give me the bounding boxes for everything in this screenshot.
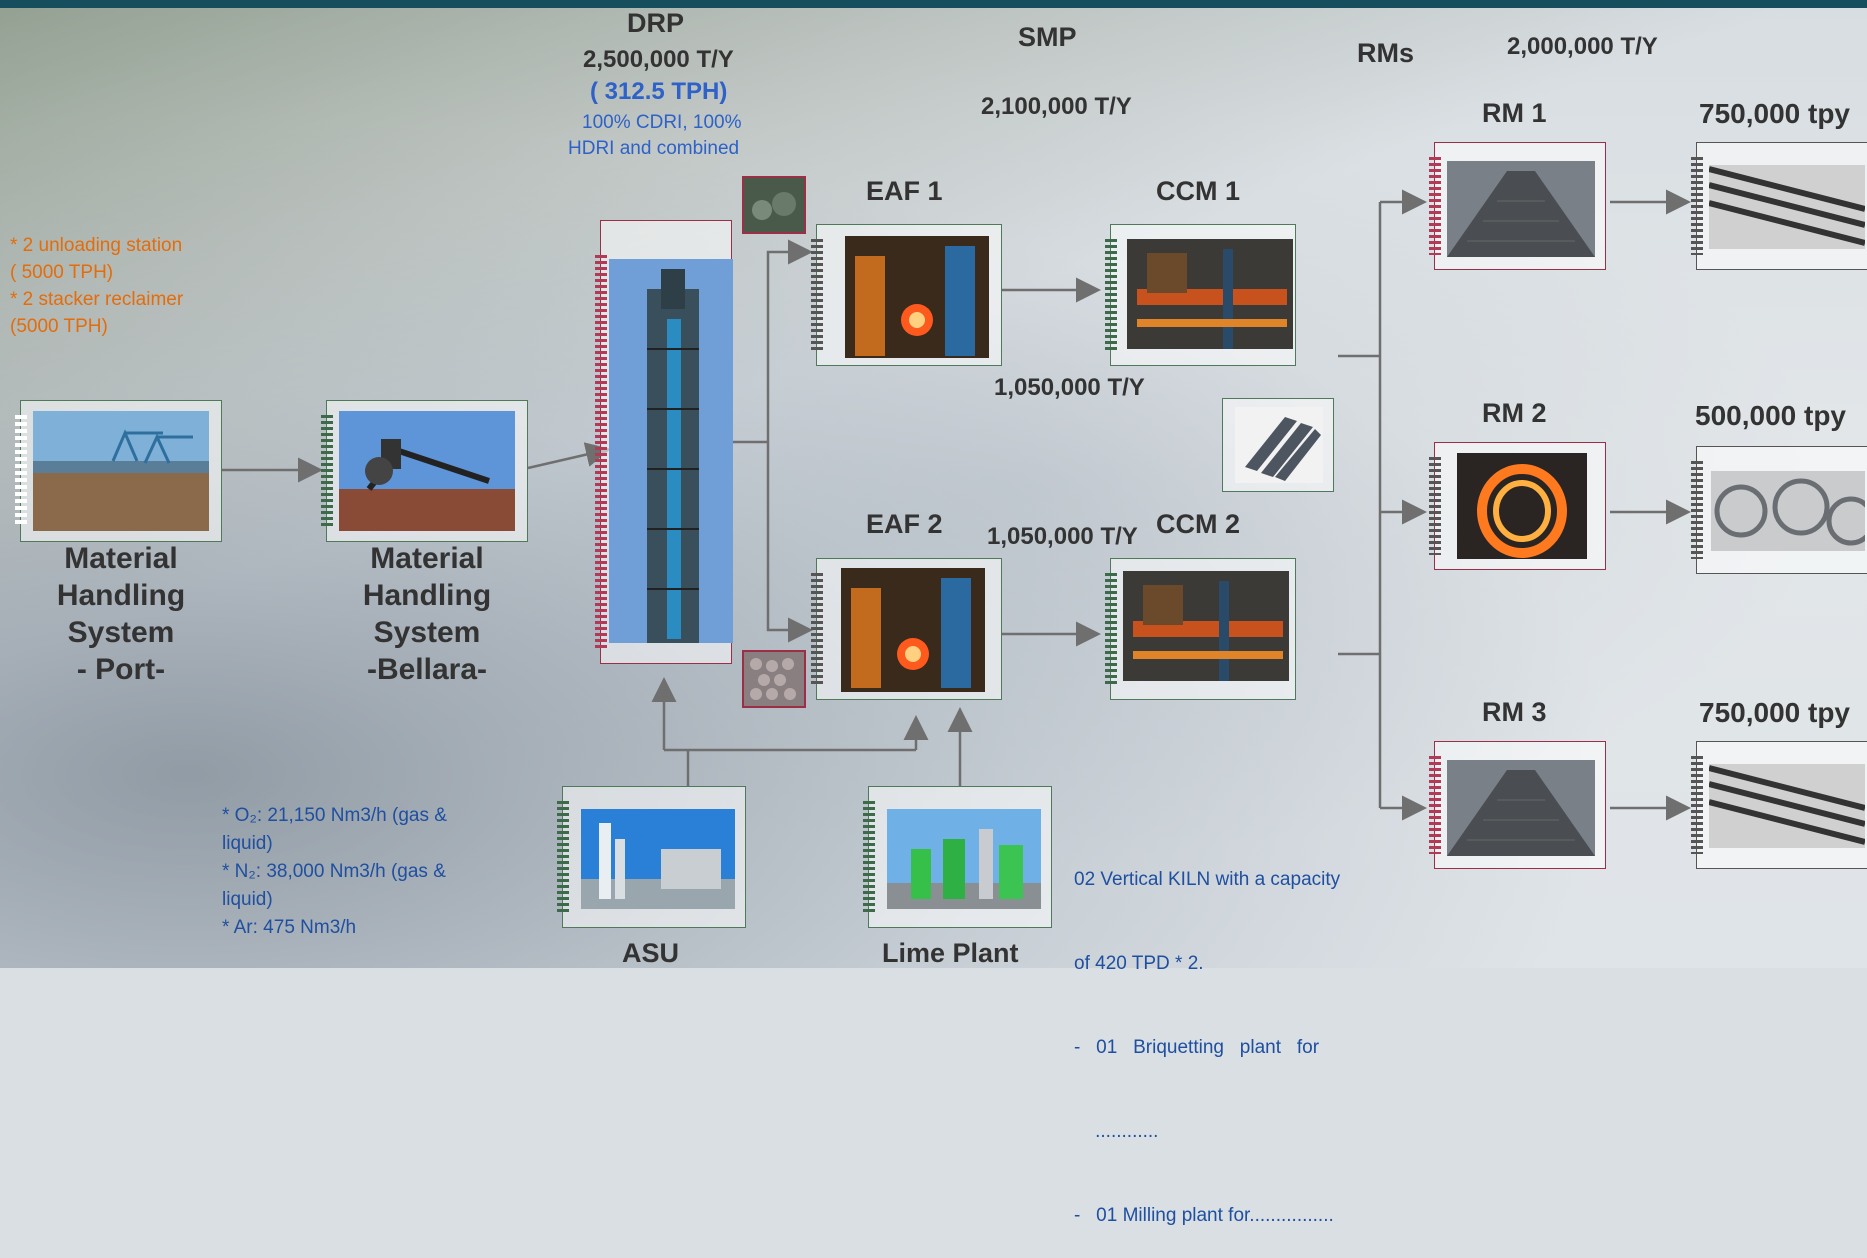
pellets-thumbnail	[742, 650, 806, 708]
billets-image	[1235, 407, 1323, 483]
port-note-line: (5000 TPH)	[10, 316, 108, 337]
eaf1-label: EAF 1	[866, 176, 943, 206]
mhs-port-stripe	[15, 415, 27, 527]
ccm2-node[interactable]	[1105, 558, 1296, 700]
rm2-coil-image	[1457, 453, 1587, 559]
rm1-node[interactable]	[1429, 142, 1606, 270]
asu-stripe	[557, 801, 569, 913]
drp-capacity: 2,500,000 T/Y	[583, 46, 734, 73]
lime-plant-stripe	[863, 801, 875, 913]
lime-notes: 02 Vertical KILN with a capacity of 420 …	[1074, 810, 1386, 1258]
rm3-stripe	[1429, 756, 1441, 854]
lime-note-line: - 01 Milling plant for................	[1074, 1205, 1334, 1226]
rm1-output: 750,000 tpy	[1699, 98, 1850, 129]
rebar-product-3-node	[1691, 741, 1867, 869]
port-crane-image	[33, 411, 209, 531]
drp-desc-line2: HDRI and combined	[568, 138, 740, 159]
rebar-product-1-stripe	[1691, 157, 1703, 255]
asu-note-line: liquid)	[222, 833, 273, 854]
drp-title: DRP	[627, 8, 685, 38]
ccm1-capacity: 1,050,000 T/Y	[994, 374, 1145, 401]
wire-rod-product-node	[1691, 446, 1867, 574]
eaf1-stripe	[811, 239, 823, 351]
mhs-port-node[interactable]	[15, 400, 222, 542]
wire-rod-product-stripe	[1691, 461, 1703, 559]
smp-capacity: 2,100,000 T/Y	[981, 93, 1132, 120]
rebar-product-3-stripe	[1691, 756, 1703, 854]
port-note-line: * 2 unloading station	[10, 235, 183, 256]
lime-note-line: ............	[1074, 1121, 1159, 1142]
asu-label: ASU	[622, 938, 680, 968]
ccm2-caster-image	[1123, 571, 1289, 681]
lime-note-line: of 420 TPD * 2.	[1074, 953, 1204, 974]
ccm1-label: CCM 1	[1156, 176, 1241, 206]
rm3-output: 750,000 tpy	[1699, 697, 1850, 728]
ccm2-label: CCM 2	[1156, 509, 1241, 539]
asu-note-line: liquid)	[222, 889, 273, 910]
arrow-to-eaf1	[766, 239, 813, 442]
asu-node[interactable]	[557, 786, 746, 928]
lime-note-line: - 01 Briquetting plant for	[1074, 1037, 1320, 1058]
rm3-label: RM 3	[1482, 697, 1547, 727]
rm3-node[interactable]	[1429, 741, 1606, 869]
flow-connectors	[222, 189, 1691, 821]
mhs-bellara-stripe	[321, 415, 333, 527]
asu-note-line: * N₂: 38,000 Nm3/h (gas &	[222, 861, 446, 882]
asu-note-line: * O₂: 21,150 Nm3/h (gas &	[222, 805, 447, 826]
iron-ore-thumbnail	[742, 176, 806, 234]
eaf1-furnace-image	[845, 236, 989, 358]
asu-note-line: * Ar: 475 Nm3/h	[222, 917, 357, 938]
drp-desc-line1: 100% CDRI, 100%	[582, 112, 742, 133]
rm2-output: 500,000 tpy	[1695, 400, 1846, 431]
lime-plant-label: Lime Plant	[882, 938, 1019, 968]
billets-product-node	[1222, 398, 1334, 492]
lime-plant-node[interactable]	[863, 786, 1052, 928]
mhs-bellara-node[interactable]	[321, 400, 528, 542]
lime-note-line: 02 Vertical KILN with a capacity	[1074, 869, 1341, 890]
arrow-bellara-to-drp	[527, 442, 611, 470]
lime-plant-image	[887, 809, 1041, 909]
rebar-image-1	[1709, 165, 1865, 249]
drp-tower-image	[609, 259, 733, 643]
wire-rod-coils-image	[1711, 471, 1865, 551]
eaf2-furnace-image	[841, 568, 985, 692]
rms-capacity: 2,000,000 T/Y	[1507, 33, 1658, 60]
drp-stripe	[595, 255, 607, 649]
ccm1-caster-image	[1127, 239, 1293, 349]
rm1-mill-image	[1447, 161, 1595, 257]
rm3-mill-image	[1447, 760, 1595, 856]
smp-title: SMP	[1018, 22, 1077, 52]
mhs-bellara-label: Material Handling System -Bellara-	[362, 542, 492, 686]
rebar-product-1-node	[1691, 142, 1867, 270]
rebar-image-3	[1709, 764, 1865, 848]
eaf2-stripe	[811, 573, 823, 685]
port-notes: * 2 unloading station ( 5000 TPH) * 2 st…	[10, 232, 183, 340]
rm1-label: RM 1	[1482, 98, 1547, 128]
rm2-node[interactable]	[1429, 442, 1606, 570]
ccm1-node[interactable]	[1105, 224, 1296, 366]
eaf2-node[interactable]	[811, 558, 1002, 700]
drp-rate: ( 312.5 TPH)	[590, 78, 728, 105]
ccm2-capacity: 1,050,000 T/Y	[987, 523, 1138, 550]
port-note-line: ( 5000 TPH)	[10, 262, 114, 283]
rm2-label: RM 2	[1482, 398, 1547, 428]
eaf1-node[interactable]	[811, 224, 1002, 366]
eaf2-label: EAF 2	[866, 509, 943, 539]
ccm2-stripe	[1105, 573, 1117, 685]
asu-plant-image	[581, 809, 735, 909]
stacker-reclaimer-image	[339, 411, 515, 531]
drp-node[interactable]	[595, 220, 733, 664]
arrow-to-eaf2	[766, 442, 813, 643]
rm2-stripe	[1429, 457, 1441, 555]
top-accent-bar	[0, 0, 1867, 8]
rms-title: RMs	[1357, 38, 1415, 68]
asu-notes: * O₂: 21,150 Nm3/h (gas & liquid) * N₂: …	[222, 802, 534, 942]
mhs-port-label: Material Handling System - Port-	[56, 542, 186, 686]
ccm1-stripe	[1105, 239, 1117, 351]
port-note-line: * 2 stacker reclaimer	[10, 289, 184, 310]
rm1-stripe	[1429, 157, 1441, 255]
